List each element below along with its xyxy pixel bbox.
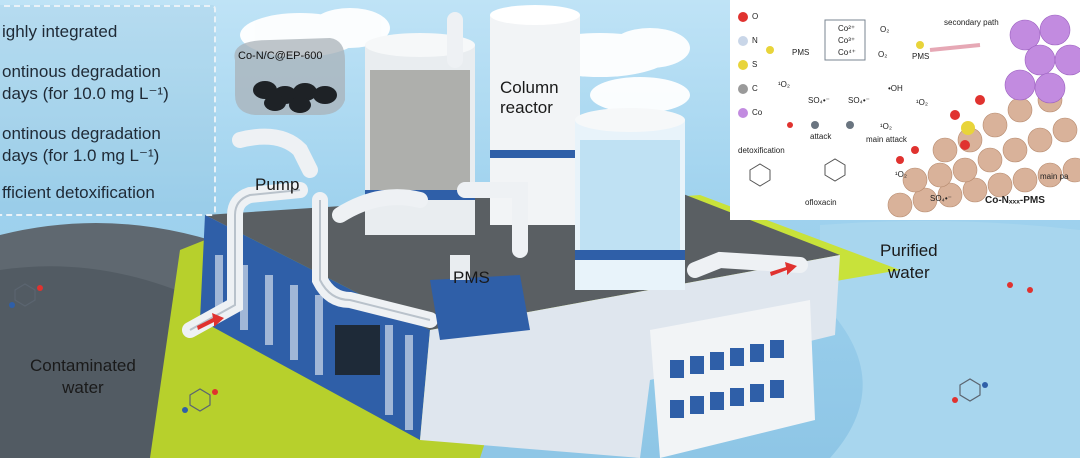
co4-label: Co⁴⁺ [838, 48, 856, 57]
singlet-o2-label: ¹O₂ [778, 80, 790, 89]
purified-water-area [820, 221, 1080, 458]
features-panel [0, 5, 216, 216]
mechanism-graphic [749, 14, 1080, 218]
legend-n-dot [738, 36, 748, 46]
oh-label: •OH [888, 84, 903, 93]
pms-left-label: PMS [792, 48, 810, 57]
legend-c: C [752, 84, 758, 93]
building-right-wall [420, 255, 840, 458]
legend-n: N [752, 36, 758, 45]
co3-label: Co³⁺ [838, 36, 856, 45]
legend-o-dot [738, 12, 748, 22]
secondary-path-label: secondary path [944, 18, 999, 27]
legend-s-dot [738, 60, 748, 70]
pms-right-label: PMS [912, 52, 930, 61]
purified-water-label: Purified water [880, 241, 938, 282]
legend-s: S [752, 60, 758, 69]
pump-label: Pump [255, 175, 300, 194]
feature-1: ighly integrated [2, 22, 118, 41]
ofloxacin-label: ofloxacin [805, 198, 837, 207]
legend-c-dot [738, 84, 748, 94]
feature-2b: days (for 10.0 mg L⁻¹) [2, 84, 169, 103]
main-attack-o2-label: ¹O₂ [880, 122, 892, 131]
feature-3b: days (for 1.0 mg L⁻¹) [2, 146, 160, 165]
detoxification-label: detoxification [738, 146, 785, 155]
o2b-label: O₂ [878, 50, 888, 59]
door [335, 325, 380, 375]
o2-label: O₂ [880, 25, 890, 34]
pms-label: PMS [453, 268, 490, 287]
o2c-label: ¹O₂ [916, 98, 928, 107]
contaminated-water-label: Contaminated water [30, 356, 136, 397]
reactor-tower-3 [575, 108, 685, 290]
co2-label: Co²⁺ [838, 24, 856, 33]
feature-2a: ontinous degradation [2, 62, 161, 81]
flow-arrows [197, 262, 797, 330]
main-path-label: main pa [1040, 172, 1069, 181]
attack-label: attack [810, 132, 832, 141]
pms-unit [430, 275, 530, 340]
legend-o: O [752, 12, 759, 21]
column-reactor-label: Column reactor [500, 78, 559, 117]
feature-3a: ontinous degradation [2, 124, 161, 143]
main-attack-label: main attack [866, 135, 907, 144]
feature-4: fficient detoxification [2, 183, 155, 202]
legend-co-dot [738, 108, 748, 118]
mechanism-inset: O N S C Co PMS Co²⁺ Co³⁺ Co⁴⁺ O₂ O₂ PMS … [730, 0, 1080, 220]
co-pms-label: Co-Nₓₓₓ-PMS [985, 195, 1045, 206]
so4b-label: SO₄•⁻ [848, 96, 870, 105]
catalyst-label: Co-N/C@EP-600 [238, 50, 323, 62]
surface-o2-label: ¹O₂ [895, 170, 907, 179]
front-block [650, 300, 815, 458]
so4-label: SO₄•⁻ [808, 96, 830, 105]
legend-co: Co [752, 108, 763, 117]
surface-so4-label: SO₄•⁻ [930, 194, 952, 203]
